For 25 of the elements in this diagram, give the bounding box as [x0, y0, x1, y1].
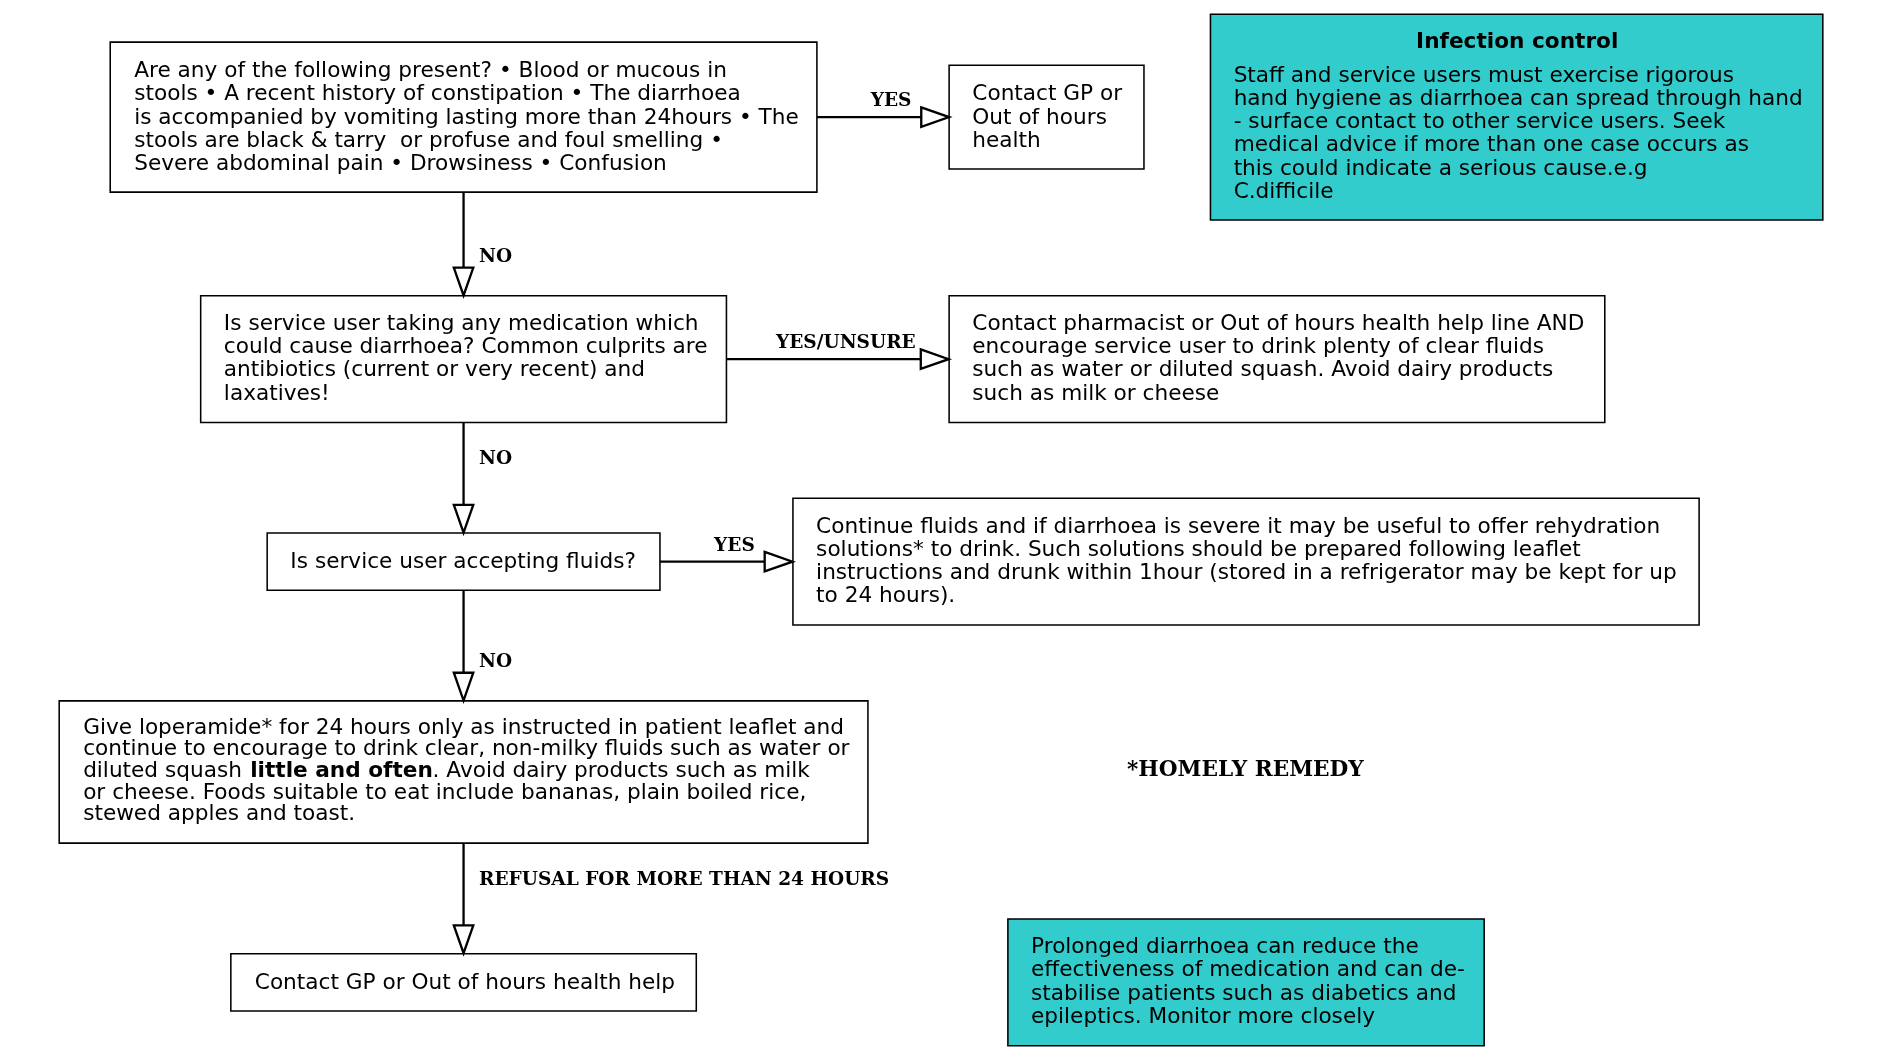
arrow — [451, 843, 475, 957]
arrow — [451, 422, 475, 537]
edge-label: REFUSAL FOR MORE THAN 24 HOURS — [478, 868, 889, 890]
edge-label: YES — [870, 89, 911, 111]
node-box: Is service user accepting fluids? — [265, 532, 661, 592]
edge-label: NO — [478, 244, 512, 266]
edge-label: YES — [713, 534, 755, 556]
arrow — [659, 550, 796, 574]
arrow — [726, 347, 952, 371]
node-box: Is service user taking any medication which could cause diarrhoea? Common culprits are antibiotics (current or very recent) and laxatives! — [199, 294, 727, 424]
node-box: Contact GP or Out of hours health help — [229, 952, 697, 1012]
node-box: Continue fluids and if diarrhoea is severe it may be useful to offer rehydration solutions* to drink. Such solutions should be prepared following leaflet instructions and drunk within 1hour (stored in a refrigerator may be kept for up to 24 hours). — [791, 497, 1700, 626]
node-box: Contact pharmacist or Out of hours health help line AND encourage service user to drink plenty of clear fluids such as water or diluted squash. Avoid dairy products such as milk or cheese — [947, 294, 1606, 424]
arrow — [451, 590, 475, 705]
edge-label: NO — [478, 447, 512, 469]
node-box: Give loperamide* for 24 hours only as instructed in patient leaflet and continue to encourage to drink clear, non-milky fluids such as water or diluted squash little and often. Avoid dairy products such as milk or cheese. Foods suitable to eat include bananas, plain boiled rice, stewed apples and toast. — [57, 700, 869, 844]
edge-label: NO — [478, 650, 512, 672]
arrow — [816, 105, 953, 129]
node-box: Are any of the following present? • Blood or mucous in stools • A recent history of constipation • The diarrhoea is accompanied by vomiting lasting more than 24hours • The stools are black & tarry or profuse and foul smelling • Severe abdominal pain • Drowsiness • Confusion — [108, 41, 818, 193]
node-box: Infection control Staff and service users must exercise rigorous hand hygiene as diarrhoea can spread through hand - surface contact to other service users. Seek medical advice if more than one case occurs as this could indicate a serious cause.e.g C.difficile — [1209, 13, 1824, 221]
edge-label: YES/UNSURE — [775, 331, 916, 353]
label: *HOMELY REMEDY — [1126, 756, 1364, 782]
node-box: Prolonged diarrhoea can reduce the effectiveness of medication and can de-stabilise patients such as diabetics and epileptics. Monitor more closely — [1006, 918, 1485, 1047]
node-box: Contact GP or Out of hours health — [947, 64, 1145, 170]
arrow — [451, 192, 475, 299]
